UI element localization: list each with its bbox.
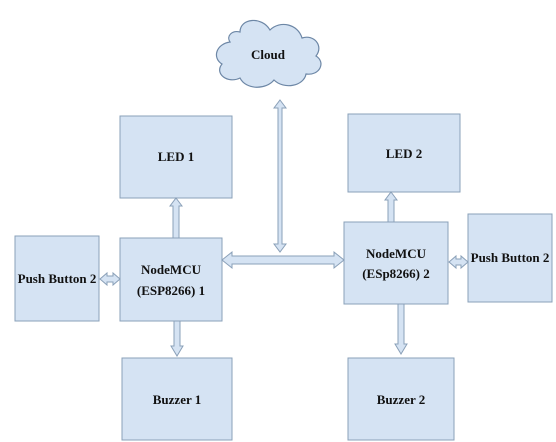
nodemcu2-led2-arrow [384,191,398,223]
led1-box [119,115,233,199]
buzzer2-node: Buzzer 2 [347,357,455,441]
nodemcu1-buzzer1-arrow [170,320,184,357]
push-button-right-node: Push Button 2 [467,213,553,303]
cloud-label: Cloud [251,47,286,62]
cloud-link-arrow [273,99,287,253]
push-button-left-label: Push Button 2 [18,271,97,286]
push-button-left-box [14,235,100,322]
led1-node: LED 1 [119,115,233,199]
nodemcu1-label-line2: (ESP8266) 1 [137,283,205,298]
nodemcu2-box [343,221,449,305]
led2-label: LED 2 [386,146,422,161]
buzzer1-box [121,357,233,441]
buzzer2-label: Buzzer 2 [377,392,426,407]
nodemcu2-push-right-arrow [448,254,469,270]
led2-box [347,113,461,193]
led2-node: LED 2 [347,113,461,193]
buzzer1-node: Buzzer 1 [121,357,233,441]
push-button-right-box [467,213,553,303]
nodemcu-link-arrow [221,250,345,270]
cloud-icon [215,19,322,88]
push-left-nodemcu1-arrow [99,271,121,287]
nodemcu1-led1-arrow [169,197,183,239]
nodemcu1-node: NodeMCU (ESP8266) 1 [119,237,223,322]
push-button-right-label: Push Button 2 [471,250,550,265]
nodemcu1-label-line1: NodeMCU [141,262,202,277]
nodemcu2-label-line2: (ESp8266) 2 [362,266,430,281]
cloud-node: Cloud [215,19,322,88]
buzzer1-label: Buzzer 1 [153,392,202,407]
buzzer2-box [347,357,455,441]
led1-label: LED 1 [158,149,194,164]
nodemcu2-buzzer2-arrow [394,303,408,355]
nodemcu1-box [119,237,223,322]
push-button-left-node: Push Button 2 [14,235,100,322]
nodemcu2-label-line1: NodeMCU [366,246,427,261]
nodemcu2-node: NodeMCU (ESp8266) 2 [343,221,449,305]
